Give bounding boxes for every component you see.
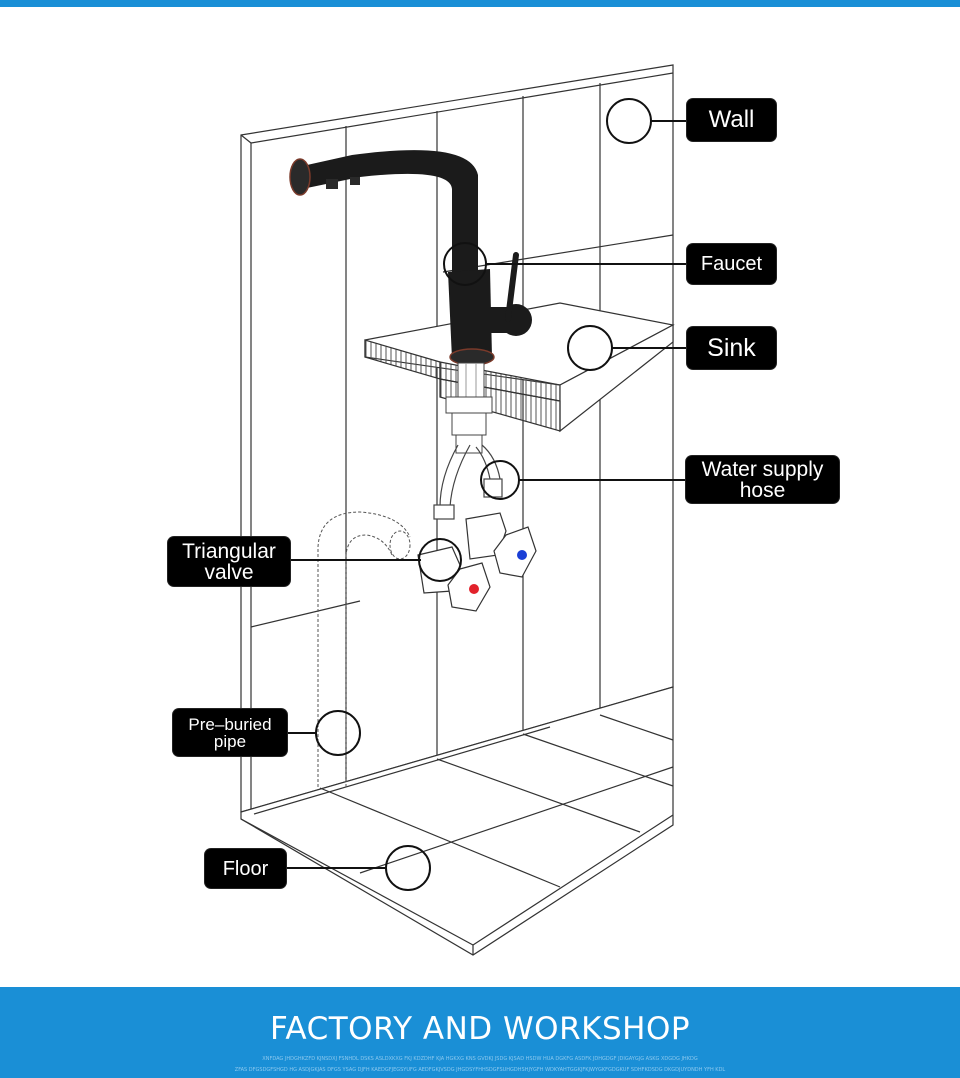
label-triangular-valve: Triangular valve: [168, 537, 290, 586]
label-faucet: Faucet: [687, 244, 776, 284]
label-wall: Wall: [687, 99, 776, 141]
footer-title: FACTORY AND WORKSHOP: [269, 1011, 691, 1047]
label-pre-buried-pipe: Pre–buried pipe: [173, 709, 287, 756]
footer-fine-print-1: XNFDAG JHDGHKZFD KJNSDXJ FSNHDL DSKS ASL…: [262, 1056, 698, 1062]
callout-lines: [287, 120, 688, 869]
label-water-supply-hose: Water supply hose: [686, 456, 839, 503]
water-supply-hoses: [433, 444, 503, 520]
footer-fine-print-2: ZFAS DFGSDGFSHGD HG ASDJGKJAS DFGS YSAG …: [234, 1067, 726, 1073]
pre-buried-pipe: [317, 511, 411, 787]
diagram-illustration: [240, 64, 688, 956]
floor: [240, 686, 674, 956]
label-sink: Sink: [687, 327, 776, 369]
callout-circles: [315, 98, 652, 891]
footer-banner: FACTORY AND WORKSHOP XNFDAG JHDGHKZFD KJ…: [0, 987, 960, 1078]
top-accent-bar: [0, 0, 960, 7]
faucet: [289, 150, 532, 454]
triangular-valves: [417, 512, 537, 612]
label-floor: Floor: [205, 849, 286, 888]
installation-diagram: Wall Faucet Sink Water supply hose Trian…: [0, 7, 960, 987]
